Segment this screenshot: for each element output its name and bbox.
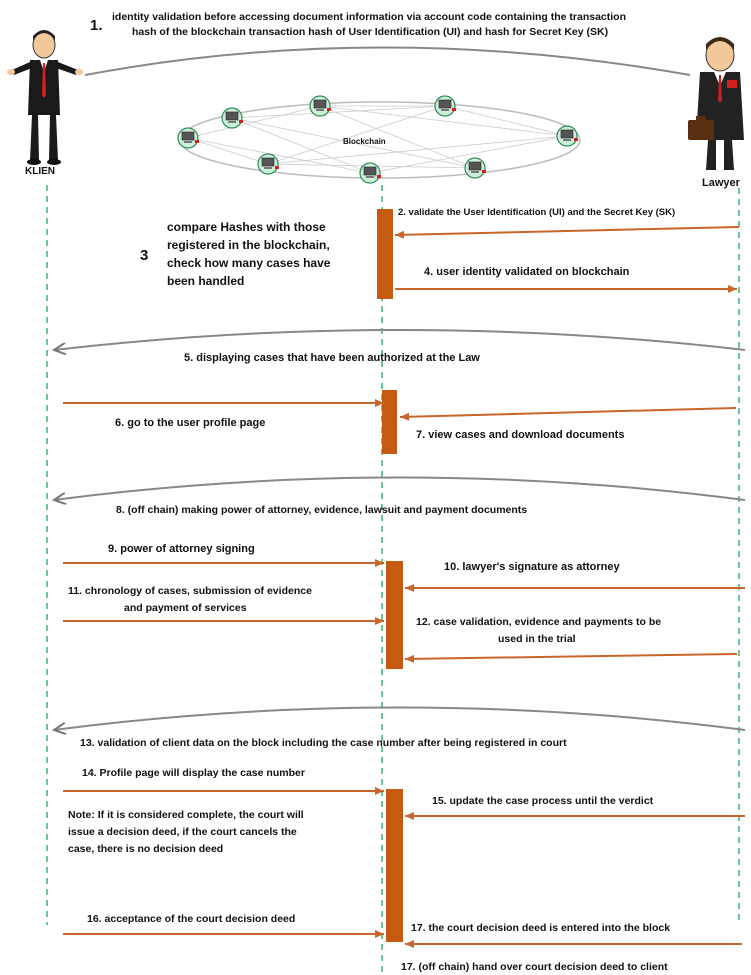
blockchain-node-icon — [257, 153, 279, 175]
message-12-line-2: used in the trial — [498, 633, 576, 645]
message-13-label: 13. validation of client data on the blo… — [80, 737, 567, 749]
blockchain-node-icon — [434, 95, 456, 117]
client-actor-icon — [7, 30, 83, 165]
message-2-label: 2. validate the User Identification (UI)… — [398, 207, 675, 218]
note-line-3: case, there is no decision deed — [68, 843, 223, 855]
message-12-line-1: 12. case validation, evidence and paymen… — [416, 616, 661, 628]
message-4-label: 4. user identity validated on blockchain — [424, 266, 630, 278]
title-line-2: hash of the blockchain transaction hash … — [132, 26, 608, 38]
message-7-label: 7. view cases and download documents — [416, 429, 624, 441]
step-3-line-1: compare Hashes with those — [167, 220, 326, 234]
message-9-label: 9. power of attorney signing — [108, 543, 255, 555]
blockchain-node-icon — [359, 162, 381, 184]
message-16-label: 16. acceptance of the court decision dee… — [87, 913, 295, 925]
blockchain-node-icon — [309, 95, 331, 117]
message-11-line-1: 11. chronology of cases, submission of e… — [68, 585, 312, 597]
message-17a-label: 17. the court decision deed is entered i… — [411, 922, 670, 934]
step-3-line-3: check how many cases have — [167, 256, 331, 270]
message-13-curve — [54, 706, 746, 731]
identity-curve — [84, 46, 691, 76]
title-line-1: identity validation before accessing doc… — [112, 11, 626, 23]
message-6-label: 6. go to the user profile page — [115, 417, 265, 429]
message-8-curve — [54, 476, 746, 501]
blockchain-node-icon — [464, 157, 486, 179]
message-14-label: 14. Profile page will display the case n… — [82, 767, 305, 779]
step-3-line-2: registered in the blockchain, — [167, 238, 330, 252]
step-3-number: 3 — [140, 247, 148, 264]
message-12-arrow — [404, 653, 738, 663]
blockchain-label: Blockchain — [343, 137, 386, 146]
message-15-label: 15. update the case process until the ve… — [432, 795, 654, 807]
message-11-line-2: and payment of services — [124, 602, 247, 614]
message-17b-label: 17. (off chain) hand over court decision… — [401, 961, 668, 973]
message-5-label: 5. displaying cases that have been autho… — [184, 352, 480, 364]
lawyer-label: Lawyer — [702, 177, 741, 189]
note-line-1: Note: If it is considered complete, the … — [68, 809, 304, 821]
activation-bar-3 — [386, 561, 403, 669]
step-3-line-4: been handled — [167, 274, 244, 288]
step-1-number: 1. — [90, 17, 103, 34]
activation-bar-2 — [382, 390, 397, 454]
lawyer-actor-icon — [688, 37, 744, 170]
blockchain-node-icon — [221, 107, 243, 129]
message-5-curve — [54, 329, 746, 350]
message-10-label: 10. lawyer's signature as attorney — [444, 561, 621, 573]
message-2-arrow — [394, 226, 740, 239]
message-8-label: 8. (off chain) making power of attorney,… — [116, 504, 527, 516]
message-7-arrow — [399, 407, 737, 421]
client-label: KLIEN — [25, 166, 55, 177]
activation-bar-4 — [386, 789, 403, 942]
note-line-2: issue a decision deed, if the court canc… — [68, 826, 297, 838]
blockchain-node-icon — [177, 127, 199, 149]
blockchain-node-icon — [556, 125, 578, 147]
activation-bar-1 — [377, 209, 393, 299]
